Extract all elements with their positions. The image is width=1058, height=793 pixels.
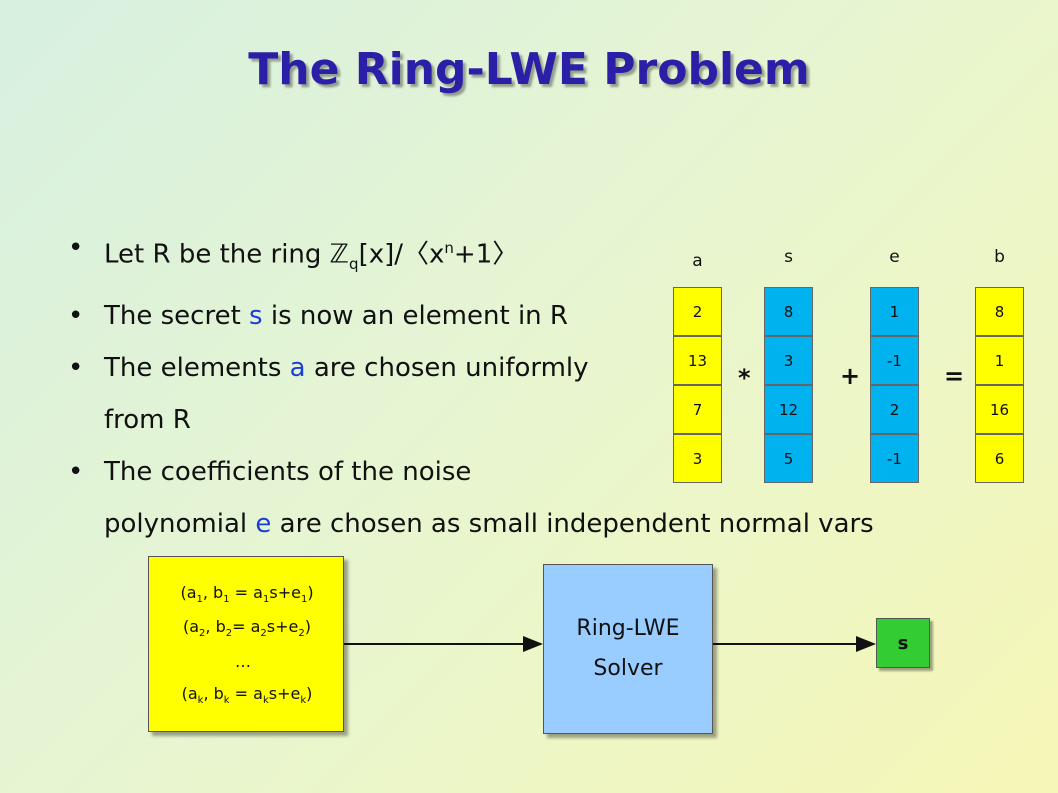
equals-operator: = — [944, 362, 965, 390]
vector-e-cell: -1 — [870, 434, 919, 483]
vector-b: 8 1 16 6 — [975, 287, 1026, 483]
vector-a: 2 13 7 3 — [673, 287, 724, 483]
bullet-dot-icon: • — [68, 233, 84, 263]
bullet-list: • Let R be the ring ℤq[x]/〈xn+1〉 • The s… — [62, 222, 1042, 550]
vector-b-cell: 8 — [975, 287, 1024, 336]
vector-b-cell: 6 — [975, 434, 1024, 483]
vector-e-cell: 2 — [870, 385, 919, 434]
ring-lwe-solver-box: Ring-LWE Solver — [543, 564, 713, 734]
bullet-ring: • Let R be the ring ℤq[x]/〈xn+1〉 — [62, 222, 1042, 290]
bullet-elements: • The elements a are chosen uniformly fr… — [62, 342, 1042, 446]
vector-s: 8 3 12 5 — [764, 287, 815, 483]
plus-operator: + — [840, 362, 861, 390]
bullet-dot-icon: • — [68, 456, 84, 487]
sample-line-2: (a2, b2= a2s+e2) — [182, 617, 312, 640]
vector-a-cell: 13 — [673, 336, 722, 385]
vector-b-cell: 1 — [975, 336, 1024, 385]
vector-e: 1 -1 2 -1 — [870, 287, 921, 483]
bullet-secret: • The secret s is now an element in R — [62, 290, 1042, 342]
vector-a-cell: 7 — [673, 385, 722, 434]
bullet-dot-icon: • — [68, 300, 84, 331]
sample-line-k: (ak, bk = aks+ek) — [181, 684, 313, 707]
slide-title: The Ring-LWE Problem — [248, 44, 810, 95]
vector-a-cell: 3 — [673, 434, 722, 483]
vector-s-cell: 12 — [764, 385, 813, 434]
vector-e-label: e — [889, 247, 900, 267]
vector-s-label: s — [784, 247, 793, 267]
vector-e-cell: 1 — [870, 287, 919, 336]
vector-a-label: a — [692, 251, 703, 271]
multiply-operator: * — [738, 364, 751, 392]
solver-label-line1: Ring-LWE — [576, 616, 680, 641]
output-secret-box: s — [876, 618, 930, 668]
vector-e-cell: -1 — [870, 336, 919, 385]
vector-b-cell: 16 — [975, 385, 1024, 434]
vector-s-cell: 3 — [764, 336, 813, 385]
solver-label-line2: Solver — [593, 656, 663, 681]
samples-box: (a1, b1 = a1s+e1) (a2, b2= a2s+e2) … (ak… — [148, 556, 344, 732]
bullet-dot-icon: • — [68, 352, 84, 383]
vector-a-cell: 2 — [673, 287, 722, 336]
vector-s-cell: 5 — [764, 434, 813, 483]
vector-b-label: b — [994, 247, 1005, 267]
vector-s-cell: 8 — [764, 287, 813, 336]
bullet-noise: • The coefficients of the noise polynomi… — [62, 446, 1042, 550]
sample-ellipsis: … — [235, 652, 251, 671]
sample-line-1: (a1, b1 = a1s+e1) — [180, 583, 314, 606]
